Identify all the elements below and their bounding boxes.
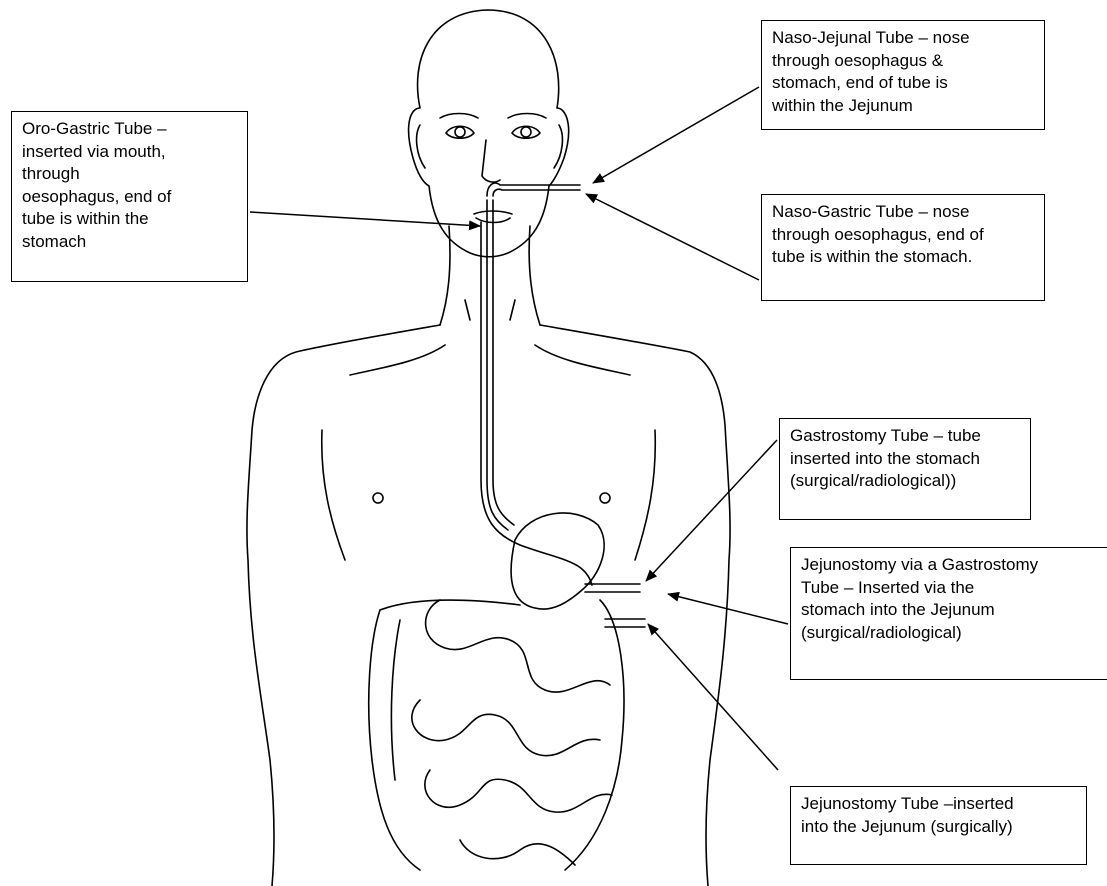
head-outline <box>409 10 569 257</box>
label-line: (surgical/radiological)) <box>790 470 1020 493</box>
nasal-tube <box>487 183 580 196</box>
label-line: inserted via mouth, <box>22 141 237 164</box>
torso-left <box>247 325 440 886</box>
nipple-left <box>373 493 383 503</box>
label-naso-jejunal-tube: Naso-Jejunal Tube – nose through oesopha… <box>761 20 1045 130</box>
oro-tube <box>481 222 592 585</box>
jejunostomy-tube <box>605 619 645 627</box>
arm-right <box>635 430 655 560</box>
label-line: oesophagus, end of <box>22 186 237 209</box>
collarbone-right <box>535 345 630 375</box>
arrow-naso-jejunal <box>593 87 759 183</box>
nose <box>482 140 500 182</box>
label-jejunostomy-via-gastrostomy: Jejunostomy via a Gastrostomy Tube – Ins… <box>790 547 1107 680</box>
eyebrow-right <box>508 114 546 119</box>
neck-detail <box>465 300 515 320</box>
label-line: Jejunostomy Tube –inserted <box>801 793 1076 816</box>
label-line: through oesophagus, end of <box>772 224 1034 247</box>
label-line: stomach into the Jejunum <box>801 599 1107 622</box>
label-gastrostomy-tube: Gastrostomy Tube – tube inserted into th… <box>779 418 1031 520</box>
label-jejunostomy-tube: Jejunostomy Tube –inserted into the Jeju… <box>790 786 1087 865</box>
label-line: inserted into the stomach <box>790 448 1020 471</box>
small-intestine <box>412 600 612 865</box>
pupil-right <box>521 127 531 137</box>
torso-right <box>540 325 730 886</box>
arm-left <box>322 430 345 560</box>
large-intestine <box>369 600 624 870</box>
arrow-jejunostomy <box>648 624 778 770</box>
ear-right <box>554 125 562 168</box>
label-line: Naso-Gastric Tube – nose <box>772 201 1034 224</box>
stomach <box>511 513 604 609</box>
label-line: (surgical/radiological) <box>801 622 1107 645</box>
label-line: Tube – Inserted via the <box>801 577 1107 600</box>
label-oro-gastric-tube: Oro-Gastric Tube – inserted via mouth, t… <box>11 111 248 282</box>
arrow-gastrostomy <box>646 440 777 581</box>
label-naso-gastric-tube: Naso-Gastric Tube – nose through oesopha… <box>761 194 1045 301</box>
label-line: through oesophagus & <box>772 50 1034 73</box>
pupil-left <box>455 127 465 137</box>
nipple-right <box>600 493 610 503</box>
gastrostomy-tube <box>585 584 640 592</box>
label-line: through <box>22 163 237 186</box>
arrow-oro-gastric <box>250 212 480 226</box>
label-line: Naso-Jejunal Tube – nose <box>772 27 1034 50</box>
neck-right <box>529 226 540 325</box>
ear-left <box>417 125 425 168</box>
label-line: within the Jejunum <box>772 95 1034 118</box>
label-line: Gastrostomy Tube – tube <box>790 425 1020 448</box>
label-line: Jejunostomy via a Gastrostomy <box>801 554 1107 577</box>
label-line: stomach <box>22 231 237 254</box>
label-line: stomach, end of tube is <box>772 72 1034 95</box>
collarbone-left <box>350 345 445 375</box>
label-line: Oro-Gastric Tube – <box>22 118 237 141</box>
arrow-naso-gastric <box>586 194 759 280</box>
esophageal-tube <box>487 200 514 530</box>
label-line: into the Jejunum (surgically) <box>801 816 1076 839</box>
label-line: tube is within the <box>22 208 237 231</box>
neck-left <box>440 226 450 325</box>
label-line: tube is within the stomach. <box>772 246 1034 269</box>
eyebrow-left <box>440 114 478 119</box>
